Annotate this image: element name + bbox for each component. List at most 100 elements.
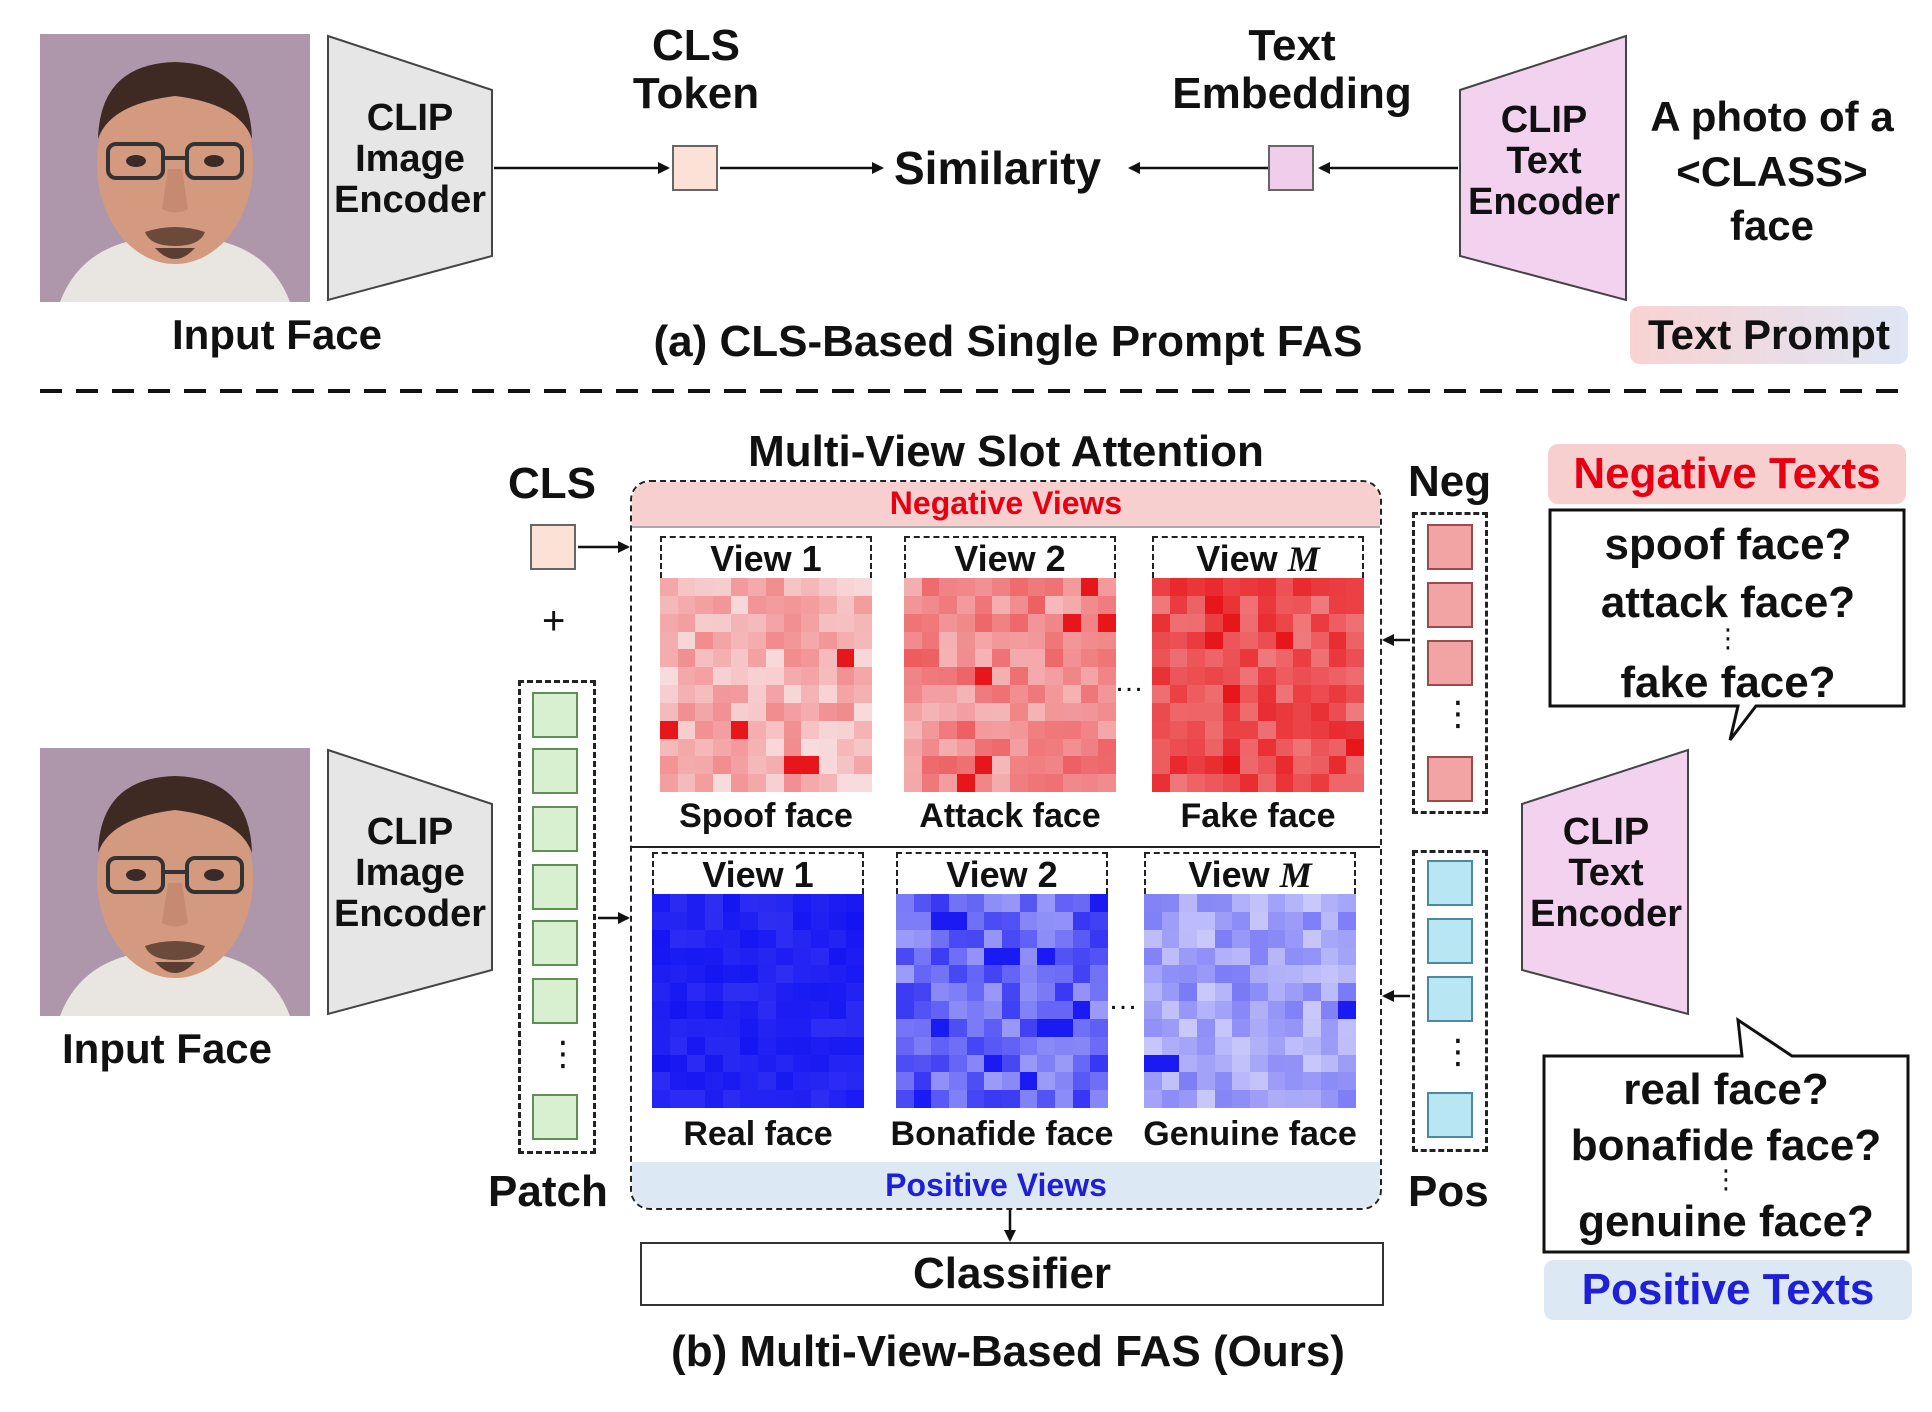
heatmap-cell bbox=[1214, 911, 1233, 930]
heatmap-cell bbox=[810, 1036, 829, 1055]
heatmap-cell bbox=[1187, 595, 1205, 614]
neg-view-label-2: Attack face bbox=[919, 797, 1101, 835]
heatmap-cell bbox=[652, 894, 670, 912]
heatmap-cell bbox=[669, 947, 688, 966]
heatmap-cell bbox=[687, 1072, 705, 1091]
heatmap-cell bbox=[846, 983, 864, 1001]
heatmap-cell bbox=[1161, 965, 1180, 984]
heatmap-cell bbox=[1302, 947, 1321, 966]
heatmap-cell bbox=[677, 720, 696, 739]
heatmap-cell bbox=[846, 965, 864, 984]
heatmap-cell bbox=[931, 911, 949, 930]
heatmap-cell bbox=[1072, 1072, 1091, 1091]
heatmap-cell bbox=[1179, 983, 1197, 1001]
heatmap-cell bbox=[1267, 983, 1286, 1001]
heatmap-cell bbox=[722, 1072, 741, 1091]
heatmap-cell bbox=[660, 649, 678, 668]
heatmap-cell bbox=[1169, 720, 1188, 739]
patch-token-5 bbox=[532, 920, 578, 966]
heatmap-cell bbox=[1257, 685, 1276, 703]
heatmap-cell bbox=[1285, 911, 1303, 930]
heatmap-cell bbox=[730, 613, 749, 632]
heatmap-cell bbox=[1090, 983, 1108, 1001]
heatmap-cell bbox=[854, 613, 872, 632]
heatmap-cell bbox=[1222, 649, 1241, 668]
heatmap-cell bbox=[1232, 929, 1250, 948]
heatmap-cell bbox=[1214, 947, 1233, 966]
heatmap-cell bbox=[810, 894, 829, 912]
heatmap-cell bbox=[1062, 578, 1081, 596]
heatmap-cell bbox=[1009, 702, 1028, 721]
heatmap-cell bbox=[783, 720, 802, 739]
heatmap-cell bbox=[921, 702, 940, 721]
heatmap-cell bbox=[974, 685, 993, 703]
heatmap-cell bbox=[783, 774, 802, 792]
neg-token-column bbox=[1412, 512, 1488, 814]
heatmap-cell bbox=[939, 774, 957, 792]
heatmap-cell bbox=[1338, 911, 1356, 930]
heatmap-cell bbox=[1285, 965, 1303, 984]
heatmap-cell bbox=[1346, 578, 1364, 596]
cls-token-word-1: CLS bbox=[652, 21, 740, 70]
heatmap-cell bbox=[810, 1054, 829, 1073]
clip-image-encoder-a bbox=[327, 34, 493, 302]
heatmap-cell bbox=[1009, 595, 1028, 614]
neg-view-label-1: Spoof face bbox=[679, 797, 853, 835]
heatmap-cell bbox=[1001, 929, 1020, 948]
heatmap-cell bbox=[730, 774, 749, 792]
heatmap-cell bbox=[1037, 965, 1055, 984]
heatmap-cell bbox=[1196, 947, 1215, 966]
heatmap-cell bbox=[1310, 720, 1329, 739]
heatmap-cell bbox=[913, 947, 932, 966]
heatmap-cell bbox=[1001, 1054, 1020, 1073]
heatmap-cell bbox=[1062, 631, 1081, 650]
heatmap-cell bbox=[1001, 947, 1020, 966]
heatmap-cell bbox=[1179, 1054, 1197, 1073]
heatmap-cell bbox=[1037, 947, 1055, 966]
neg-vertical-ellipsis-icon: ⋮ bbox=[1441, 695, 1475, 733]
heatmap-cell bbox=[939, 613, 957, 632]
heatmap-cell bbox=[677, 595, 696, 614]
text-embedding-word-2: Embedding bbox=[1172, 68, 1412, 118]
heatmap-cell bbox=[1240, 595, 1258, 614]
heatmap-cell bbox=[765, 774, 784, 792]
heatmap-cell bbox=[1240, 774, 1258, 792]
heatmap-cell bbox=[1045, 578, 1063, 596]
heatmap-cell bbox=[765, 631, 784, 650]
heatmap-cell bbox=[1267, 1054, 1286, 1073]
heatmap-cell bbox=[1346, 702, 1364, 721]
heatmap-cell bbox=[783, 667, 802, 685]
text-embedding-word-1: Text bbox=[1248, 21, 1336, 70]
heatmap-cell bbox=[1054, 1036, 1073, 1055]
heatmap-cell bbox=[939, 720, 957, 739]
patch-token-column bbox=[518, 680, 596, 1154]
heatmap-cell bbox=[1027, 649, 1046, 668]
heatmap-cell bbox=[992, 720, 1010, 739]
heatmap-cell bbox=[793, 1054, 811, 1073]
heatmap-cell bbox=[695, 720, 713, 739]
heatmap-cell bbox=[1293, 685, 1311, 703]
heatmap-cell bbox=[660, 756, 678, 775]
heatmap-cell bbox=[1293, 631, 1311, 650]
heatmap-cell bbox=[931, 1036, 949, 1055]
heatmap-cell bbox=[1338, 1018, 1356, 1037]
heatmap-cell bbox=[966, 911, 985, 930]
heatmap-cell bbox=[765, 613, 784, 632]
heatmap-cell bbox=[948, 1036, 967, 1055]
heatmap-cell bbox=[1001, 894, 1020, 912]
heatmap-cell bbox=[687, 1001, 705, 1019]
heatmap-cell bbox=[854, 702, 872, 721]
heatmap-cell bbox=[775, 1018, 794, 1037]
heatmap-cell bbox=[966, 965, 985, 984]
heatmap-cell bbox=[783, 631, 802, 650]
heatmap-cell bbox=[1310, 774, 1329, 792]
heatmap-cell bbox=[801, 756, 819, 775]
heatmap-cell bbox=[836, 595, 855, 614]
heatmap-cell bbox=[1267, 1036, 1286, 1055]
heatmap-cell bbox=[1072, 1090, 1091, 1108]
heatmap-cell bbox=[1267, 965, 1286, 984]
heatmap-cell bbox=[712, 631, 731, 650]
heatmap-cell bbox=[1338, 1036, 1356, 1055]
heatmap-cell bbox=[695, 685, 713, 703]
heatmap-cell bbox=[740, 1018, 758, 1037]
